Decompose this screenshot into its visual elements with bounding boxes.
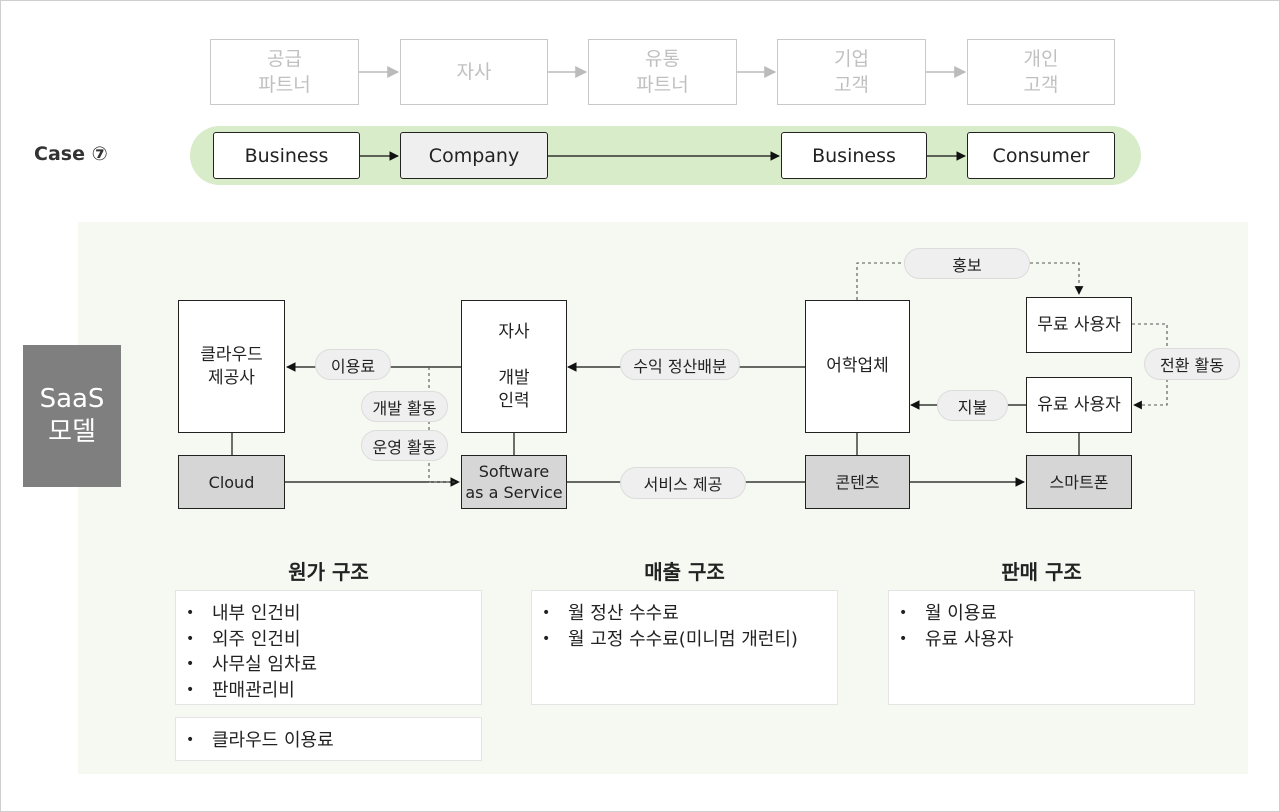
cost-extra-box: 클라우드 이용료 [175,717,482,761]
conversion-pill: 전환 활동 [1144,348,1240,380]
list-item: 월 고정 수수료(미니멈 개런티) [542,627,837,653]
cost-list-box: 내부 인건비 외주 인건비 사무실 임차료 판매관리비 [175,590,482,705]
paid-user-node: 유료 사용자 [1026,377,1132,433]
case-business-box: Business [213,132,360,179]
revenue-share-pill: 수익 정산배분 [620,349,740,380]
sales-structure-title: 판매 구조 [1001,560,1082,584]
ops-activity-pill: 운영 활동 [361,430,448,461]
flow-supply-partner: 공급 파트너 [210,39,359,105]
list-item: 사무실 임차료 [186,652,481,678]
saas-model-tag: SaaS 모델 [23,345,121,487]
promotion-pill: 홍보 [904,248,1030,279]
case-business-box-2: Business [781,132,927,179]
dev-activity-pill: 개발 활동 [361,391,448,422]
case-label: Case ⑦ [34,143,108,165]
flow-individual-customer: 개인 고객 [967,39,1115,105]
revenue-structure-title: 매출 구조 [644,560,725,584]
usage-fee-pill: 이용료 [315,349,391,380]
case-consumer-box: Consumer [967,132,1115,179]
payment-pill: 지불 [937,390,1008,421]
cloud-node: Cloud [178,455,285,509]
company-dev-node: 자사 개발 인력 [461,300,567,433]
list-item: 월 정산 수수료 [542,601,837,627]
list-item: 내부 인건비 [186,601,481,627]
cost-structure-title: 원가 구조 [288,560,369,584]
free-user-node: 무료 사용자 [1026,297,1132,353]
service-pill: 서비스 제공 [620,467,746,499]
list-item: 외주 인건비 [186,627,481,653]
list-item: 월 이용료 [899,601,1194,627]
list-item: 유료 사용자 [899,627,1194,653]
flow-distribution-partner: 유통 파트너 [588,39,737,105]
flow-business-customer: 기업 고객 [777,39,926,105]
smartphone-node: 스마트폰 [1026,455,1132,509]
contents-node: 콘텐츠 [805,455,910,509]
saas-node: Software as a Service [461,455,567,509]
sales-list-box: 월 이용료 유료 사용자 [888,590,1195,705]
list-item: 클라우드 이용료 [186,728,481,754]
edu-company-node: 어학업체 [805,300,910,433]
cloud-provider-node: 클라우드 제공사 [178,300,285,433]
revenue-list-box: 월 정산 수수료 월 고정 수수료(미니멈 개런티) [531,590,838,705]
case-company-box: Company [400,132,548,179]
list-item: 판매관리비 [186,678,481,704]
flow-company: 자사 [400,39,548,105]
